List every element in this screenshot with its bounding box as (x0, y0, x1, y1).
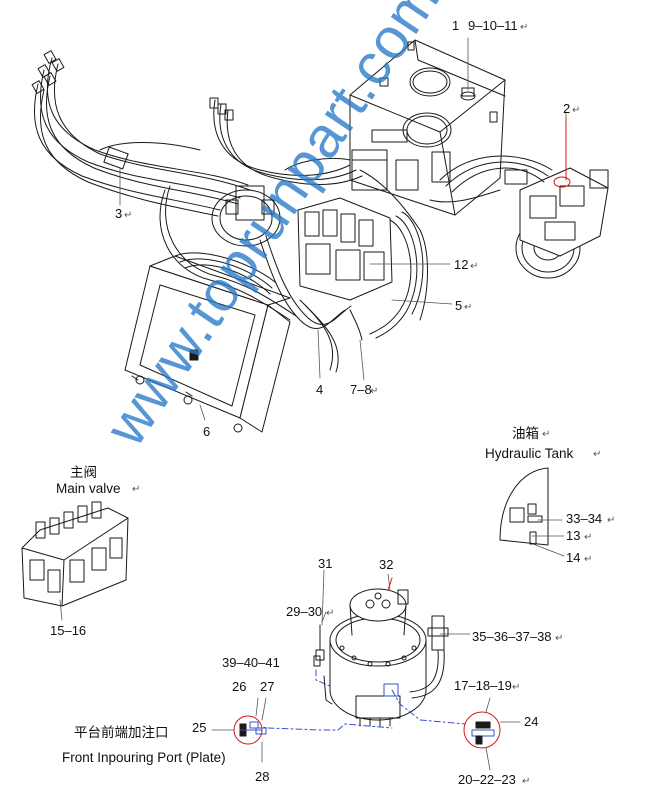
hydraulic-tank-title-cn: 油箱 (512, 426, 539, 441)
callout-32: 32 (379, 557, 394, 572)
callout-35-38: 35–36–37–38 (472, 629, 552, 644)
paragraph-mark-icon: ↵ (572, 105, 581, 116)
callout-15-16: 15–16 (50, 623, 87, 638)
callout-14: 14 (566, 550, 581, 565)
paragraph-mark-icon: ↵ (132, 484, 141, 495)
callout-4: 4 (316, 382, 324, 397)
paragraph-mark-icon: ↵ (522, 776, 531, 787)
callout-2: 2 (563, 101, 571, 116)
paragraph-mark-icon: ↵ (124, 210, 133, 221)
pump-drawing (504, 117, 609, 279)
callout-3: 3 (115, 206, 123, 221)
callout-9-10-11: 9–10–11 (468, 18, 518, 33)
callout-17-19: 17–18–19 (454, 678, 512, 693)
swing-motor-drawing (329, 577, 427, 727)
hoses-drawing (33, 57, 553, 373)
bracket-drawing (409, 615, 449, 699)
paragraph-mark-icon: ↵ (370, 386, 379, 397)
paragraph-mark-icon: ↵ (584, 532, 593, 543)
assembly-motor-drawing (211, 185, 281, 247)
callout-26: 26 (232, 679, 247, 694)
callout-5: 5 (455, 298, 463, 313)
paragraph-mark-icon: ↵ (593, 449, 602, 460)
hydraulic-tank-title-en: Hydraulic Tank (485, 446, 574, 461)
callout-31: 31 (318, 556, 333, 571)
callout-27: 27 (260, 679, 275, 694)
callout-33-34: 33–34 (566, 511, 603, 526)
paragraph-mark-icon: ↵ (464, 302, 473, 313)
paragraph-mark-icon: ↵ (520, 22, 529, 33)
callout-20-23: 20–22–23 (458, 772, 516, 787)
fitting-39-41-drawing (313, 655, 321, 667)
front-port-title-cn: 平台前端加注口 (74, 725, 169, 740)
callout-7-8: 7–8 (350, 382, 372, 397)
paragraph-mark-icon: ↵ (584, 554, 593, 565)
paragraph-mark-icon: ↵ (470, 261, 479, 272)
inpouring-port-detail (233, 715, 267, 745)
paragraph-mark-icon: ↵ (512, 682, 521, 693)
callout-24: 24 (524, 714, 539, 729)
main-valve-title-cn: 主阀 (70, 465, 97, 480)
leader-lines (59, 37, 567, 771)
tank-plate-drawing (499, 467, 549, 546)
callout-28: 28 (255, 769, 270, 784)
fitting-detail (463, 711, 501, 749)
callout-39-41: 39–40–41 (222, 655, 280, 670)
fitting-31-drawing (315, 624, 325, 661)
callout-6: 6 (203, 424, 211, 439)
assembly-valve-drawing (297, 197, 393, 301)
callout-13: 13 (566, 528, 581, 543)
main-valve-title-en: Main valve (56, 481, 121, 496)
callout-12: 12 (454, 257, 469, 272)
callout-25: 25 (192, 720, 207, 735)
callout-29-30: 29–30 (286, 604, 323, 619)
paragraph-mark-icon: ↵ (607, 515, 616, 526)
paragraph-mark-icon: ↵ (542, 429, 551, 440)
callout-1: 1 (452, 18, 460, 33)
main-valve-drawing (21, 501, 129, 607)
front-port-title-en: Front Inpouring Port (Plate) (62, 750, 226, 765)
paragraph-mark-icon: ↵ (555, 633, 564, 644)
paragraph-mark-icon: ↵ (326, 608, 335, 619)
hose-fittings-drawing (31, 50, 234, 170)
